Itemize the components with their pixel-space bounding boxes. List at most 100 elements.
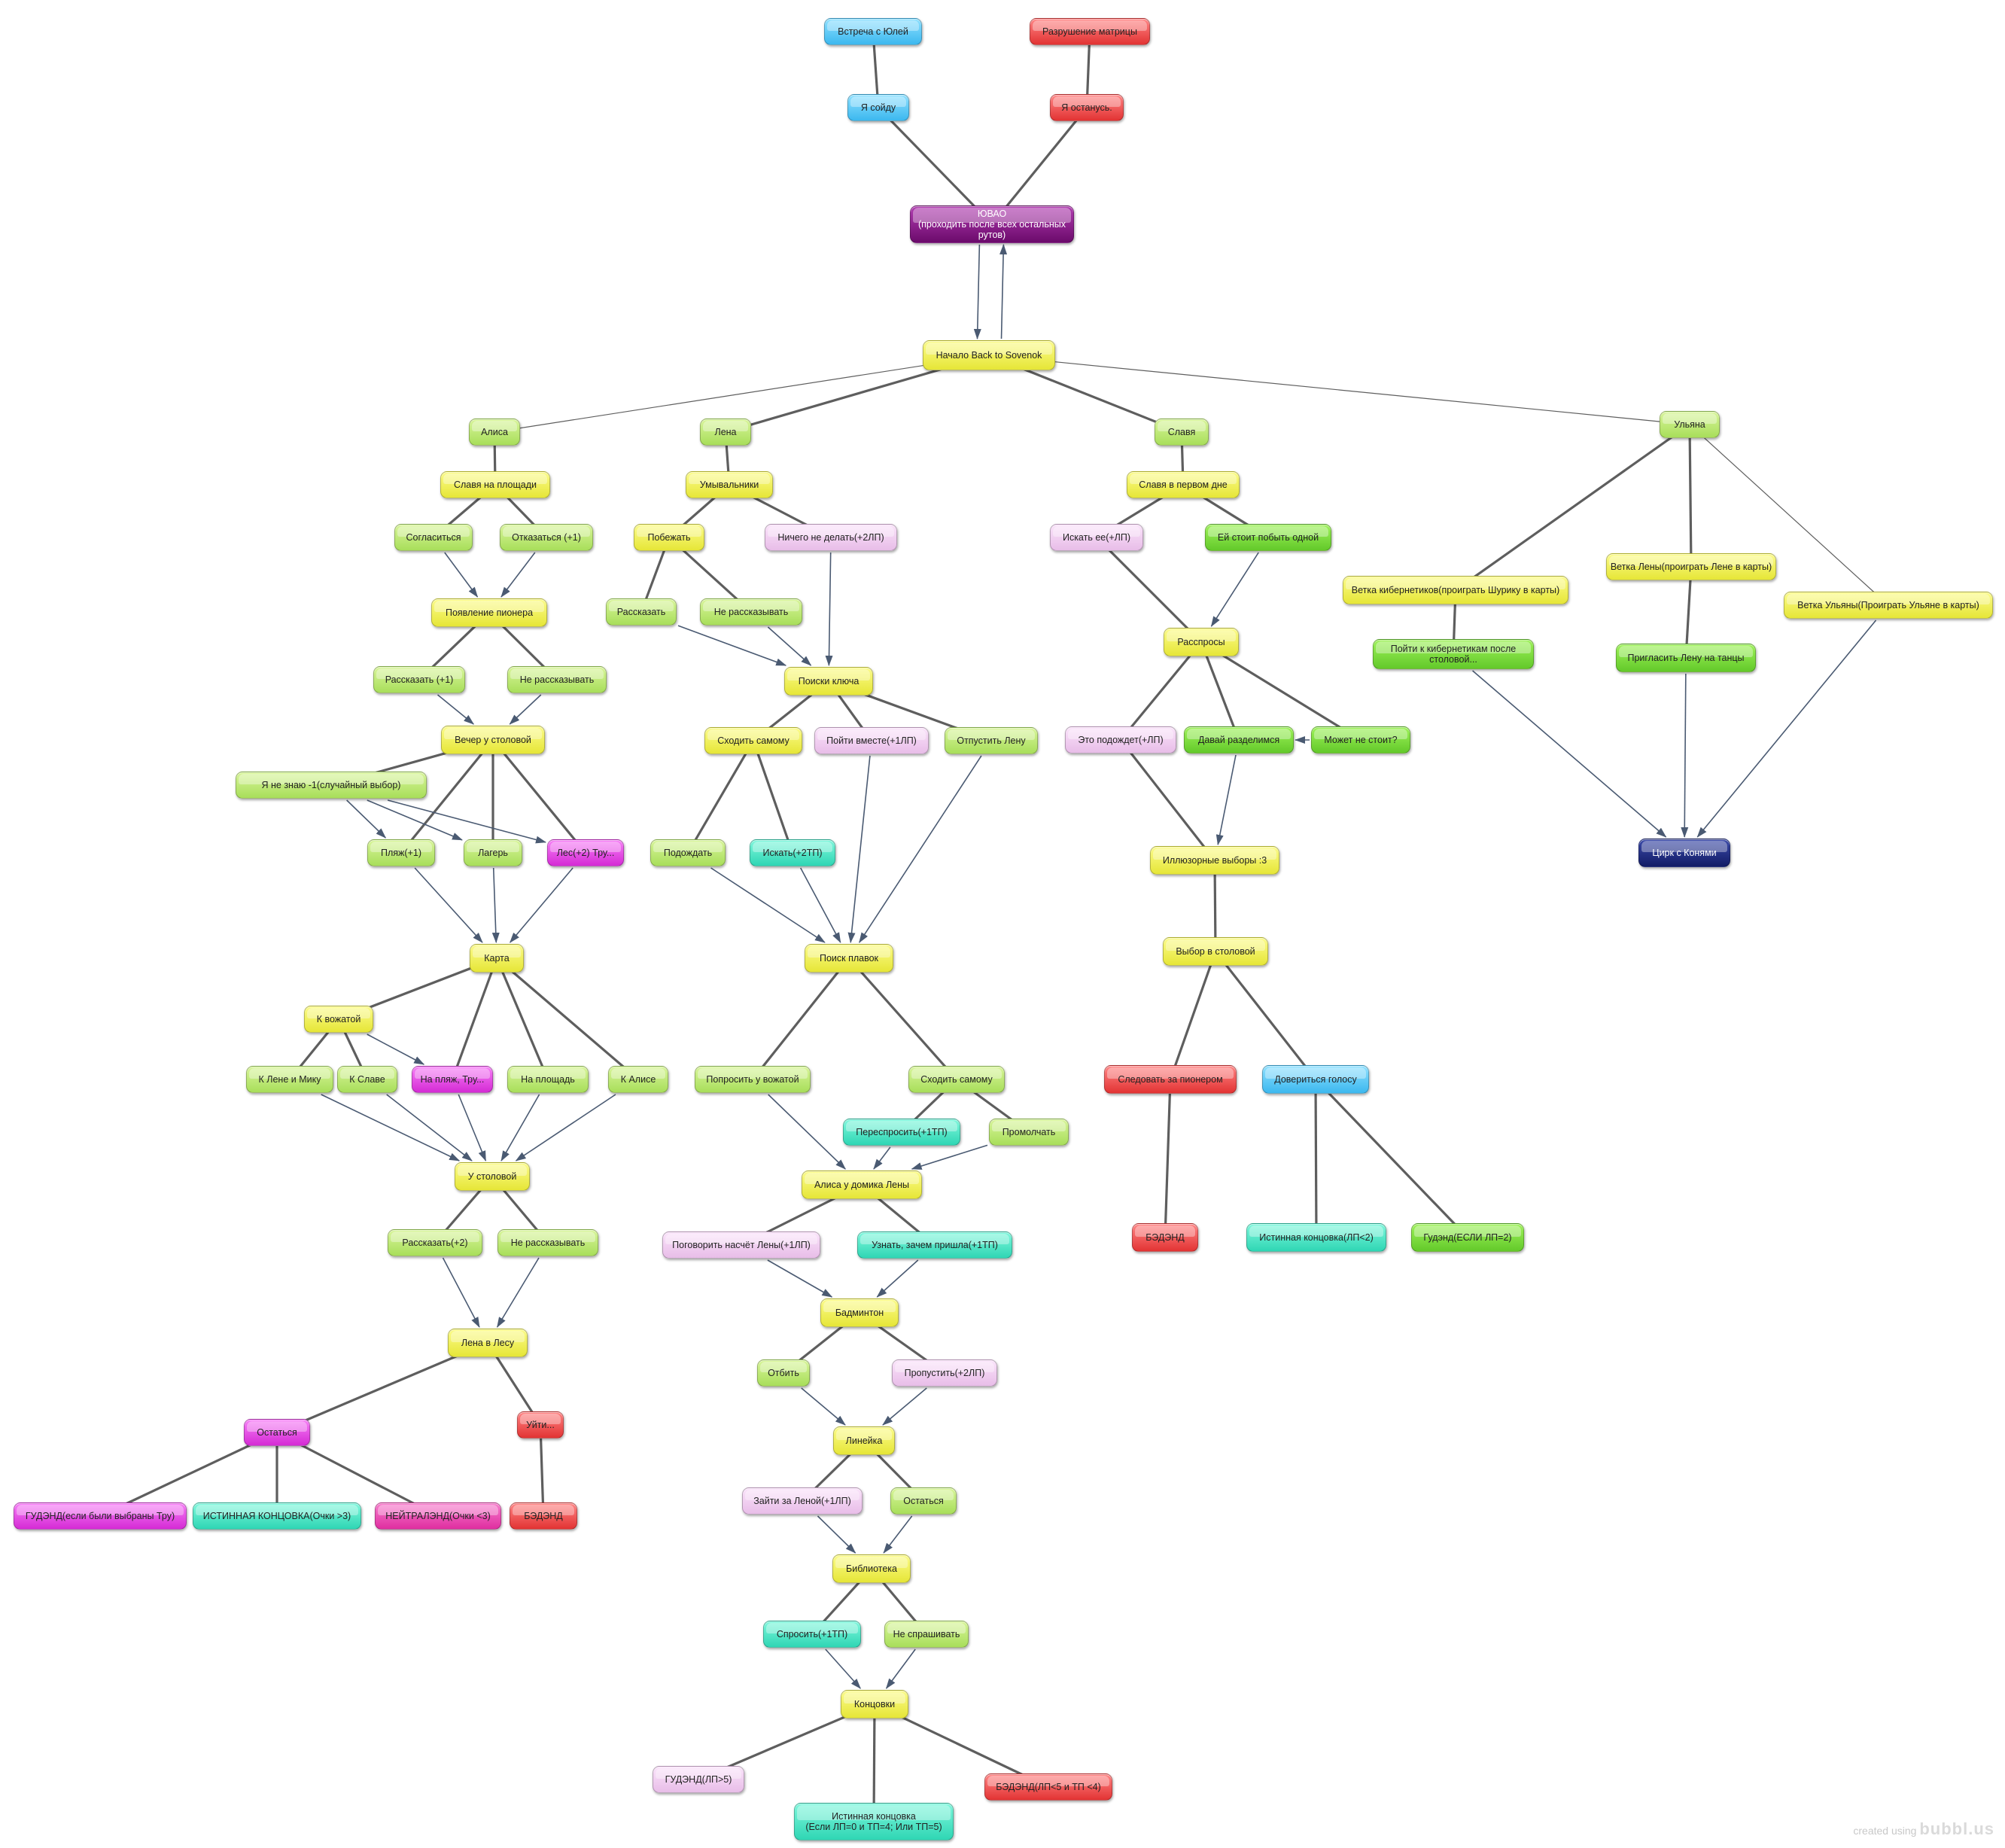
node-label: Искать(+2ТП) [762, 848, 823, 858]
node-l-talklena[interactable]: Поговорить насчёт Лены(+1ЛП) [662, 1231, 820, 1259]
node-l-notell[interactable]: Не рассказывать [700, 598, 802, 626]
node-u-gocyber[interactable]: Пойти к кибернетикам после столовой... [1373, 639, 1534, 669]
node-u-cyber[interactable]: Ветка кибернетиков(проиграть Шурику в ка… [1343, 576, 1568, 604]
node-l-noask[interactable]: Не спрашивать [884, 1621, 969, 1648]
node-a-bad[interactable]: БЭДЭНД [510, 1502, 577, 1530]
node-a-slava-pl[interactable]: Славя на площади [440, 471, 550, 498]
node-l-nothing[interactable]: Ничего не делать(+2ЛП) [765, 524, 897, 551]
node-l-good[interactable]: ГУДЭНД(ЛП>5) [653, 1766, 744, 1793]
node-a-beachtru[interactable]: На пляж, Тру... [412, 1066, 493, 1093]
node-label: Разрушение матрицы [1042, 26, 1137, 37]
node-l-stay[interactable]: Остаться [890, 1487, 957, 1515]
node-s-trust[interactable]: Довериться голосу [1262, 1065, 1369, 1094]
node-l-tell[interactable]: Рассказать [606, 598, 677, 626]
node-s-split[interactable]: Давай разделимся [1184, 726, 1294, 754]
node-a-kslave[interactable]: К Славе [337, 1066, 397, 1093]
node-s-good[interactable]: Гудэнд(ЕСЛИ ЛП=2) [1411, 1223, 1524, 1252]
node-l-badm[interactable]: Бадминтон [820, 1298, 899, 1327]
node-s-first[interactable]: Славя в первом дне [1127, 471, 1240, 498]
node-l-reask[interactable]: Переспросить(+1ТП) [843, 1119, 960, 1146]
node-l-endings[interactable]: Концовки [841, 1690, 908, 1719]
node-l-askvozh[interactable]: Попросить у вожатой [695, 1066, 811, 1093]
node-l-key[interactable]: Поиски ключа [784, 667, 873, 696]
node-sojdu[interactable]: Я сойду [847, 94, 909, 121]
node-start[interactable]: Начало Back to Sovenok [923, 340, 1055, 370]
node-a-beach[interactable]: Пляж(+1) [367, 839, 435, 866]
node-l-search[interactable]: Искать(+2ТП) [750, 839, 835, 866]
node-label: Ничего не делать(+2ЛП) [777, 532, 884, 543]
node-l-alisahouse[interactable]: Алиса у домика Лены [802, 1171, 922, 1199]
node-u-invite[interactable]: Пригласить Лену на танцы [1616, 644, 1756, 672]
node-a-vozh[interactable]: К вожатой [304, 1006, 373, 1033]
node-a-true[interactable]: ИСТИННАЯ КОНЦОВКА(Очки >3) [193, 1502, 361, 1530]
node-s-illus[interactable]: Иллюзорные выборы :3 [1150, 846, 1279, 875]
node-s-seek[interactable]: Искать ее(+ЛП) [1050, 524, 1143, 551]
node-iovao[interactable]: ЮВАО (проходить после всех остальных рут… [910, 206, 1074, 243]
node-u-ulyana[interactable]: Ветка Ульяны(Проиграть Ульяне в карты) [1784, 592, 1993, 619]
node-a-agree[interactable]: Согласиться [394, 524, 473, 551]
node-u-lena[interactable]: Ветка Лены(проиграть Лене в карты) [1606, 553, 1776, 580]
edge-s-split-to-s-illus [1215, 754, 1237, 845]
node-matrix[interactable]: Разрушение матрицы [1030, 18, 1150, 45]
node-a-tell1[interactable]: Рассказать (+1) [373, 666, 465, 693]
node-l-true[interactable]: Истинная концовка (Если ЛП=0 и ТП=4; Или… [794, 1803, 954, 1840]
node-a-notell2[interactable]: Не рассказывать [497, 1229, 598, 1256]
node-a-tell2[interactable]: Рассказать(+2) [388, 1229, 482, 1256]
node-a-leave[interactable]: Уйти... [517, 1411, 564, 1439]
node-a-camp[interactable]: Лагерь [464, 839, 522, 866]
node-l-forlena[interactable]: Зайти за Леной(+1ЛП) [742, 1487, 863, 1515]
node-a-stay[interactable]: Остаться [244, 1419, 310, 1446]
node-label: Алиса у домика Лены [814, 1180, 910, 1190]
node-label: К вожатой [316, 1014, 361, 1024]
node-s-true[interactable]: Истинная концовка(ЛП<2) [1246, 1223, 1386, 1252]
node-label: ГУДЭНД(если были выбраны Тру) [25, 1511, 175, 1521]
node-label: Остаться [257, 1427, 297, 1438]
node-s-wait[interactable]: Это подождет(+ЛП) [1065, 726, 1176, 754]
node-l-umyv[interactable]: Умывальники [686, 471, 773, 498]
node-u-circus[interactable]: Цирк с Конями [1638, 839, 1730, 867]
node-l-wait[interactable]: Подождать [650, 839, 726, 866]
node-s-quest[interactable]: Расспросы [1164, 628, 1239, 656]
node-alisa[interactable]: Алиса [469, 419, 520, 446]
node-ulyana[interactable]: Ульяна [1660, 411, 1720, 438]
node-l-ask[interactable]: Спросить(+1ТП) [763, 1621, 861, 1648]
node-l-run[interactable]: Побежать [634, 524, 704, 551]
node-a-pioneer[interactable]: Появление пионера [431, 598, 547, 627]
node-a-karta[interactable]: Карта [470, 944, 524, 973]
node-slavya[interactable]: Славя [1155, 419, 1209, 446]
node-a-vecher[interactable]: Вечер у столовой [441, 726, 545, 754]
node-l-hit[interactable]: Отбить [757, 1359, 810, 1387]
node-a-kalise[interactable]: К Алисе [608, 1066, 668, 1093]
node-a-dunno[interactable]: Я не знаю -1(случайный выбор) [236, 772, 427, 799]
node-a-lenales[interactable]: Лена в Лесу [448, 1329, 528, 1357]
node-lena[interactable]: Лена [700, 419, 751, 446]
node-ostanus[interactable]: Я останусь. [1050, 94, 1124, 121]
node-s-canteen[interactable]: Выбор в столовой [1163, 937, 1268, 966]
node-l-goalone2[interactable]: Сходить самому [908, 1066, 1005, 1093]
node-s-alone[interactable]: Ей стоит побыть одной [1205, 524, 1331, 551]
node-a-good[interactable]: ГУДЭНД(если были выбраны Тру) [14, 1502, 187, 1530]
node-a-lenamiku[interactable]: К Лене и Мику [246, 1066, 333, 1093]
node-a-ploshad[interactable]: На площадь [507, 1066, 589, 1093]
node-l-whycame[interactable]: Узнать, зачем пришла(+1ТП) [857, 1231, 1012, 1259]
edge-l-noask-to-l-endings [885, 1649, 916, 1689]
node-a-forest[interactable]: Лес(+2) Тру... [547, 839, 624, 866]
node-s-maybe[interactable]: Может не стоит? [1311, 726, 1410, 754]
node-l-line[interactable]: Линейка [833, 1426, 895, 1455]
edge-ulyana-to-u-cyber [1455, 423, 1690, 592]
node-l-silent[interactable]: Промолчать [989, 1119, 1069, 1146]
node-s-follow[interactable]: Следовать за пионером [1104, 1065, 1237, 1094]
node-a-ustol[interactable]: У столовой [455, 1162, 530, 1191]
node-l-lib[interactable]: Библиотека [832, 1554, 911, 1583]
node-yuli[interactable]: Встреча с Юлей [824, 18, 922, 45]
node-a-neutral[interactable]: НЕЙТРАЛЭНД(Очки <3) [375, 1502, 501, 1530]
node-l-goalone[interactable]: Сходить самому [704, 727, 802, 754]
node-l-together[interactable]: Пойти вместе(+1ЛП) [814, 727, 929, 754]
node-a-notell1[interactable]: Не рассказывать [507, 666, 607, 693]
node-l-letgo[interactable]: Отпустить Лену [945, 727, 1038, 754]
node-l-skip[interactable]: Пропустить(+2ЛП) [892, 1359, 997, 1387]
node-l-bad[interactable]: БЭДЭНД(ЛП<5 и ТП <4) [984, 1773, 1112, 1801]
node-l-swim[interactable]: Поиск плавок [805, 944, 893, 973]
node-a-refuse[interactable]: Отказаться (+1) [500, 524, 593, 551]
node-s-bad[interactable]: БЭДЭНД [1132, 1223, 1198, 1252]
